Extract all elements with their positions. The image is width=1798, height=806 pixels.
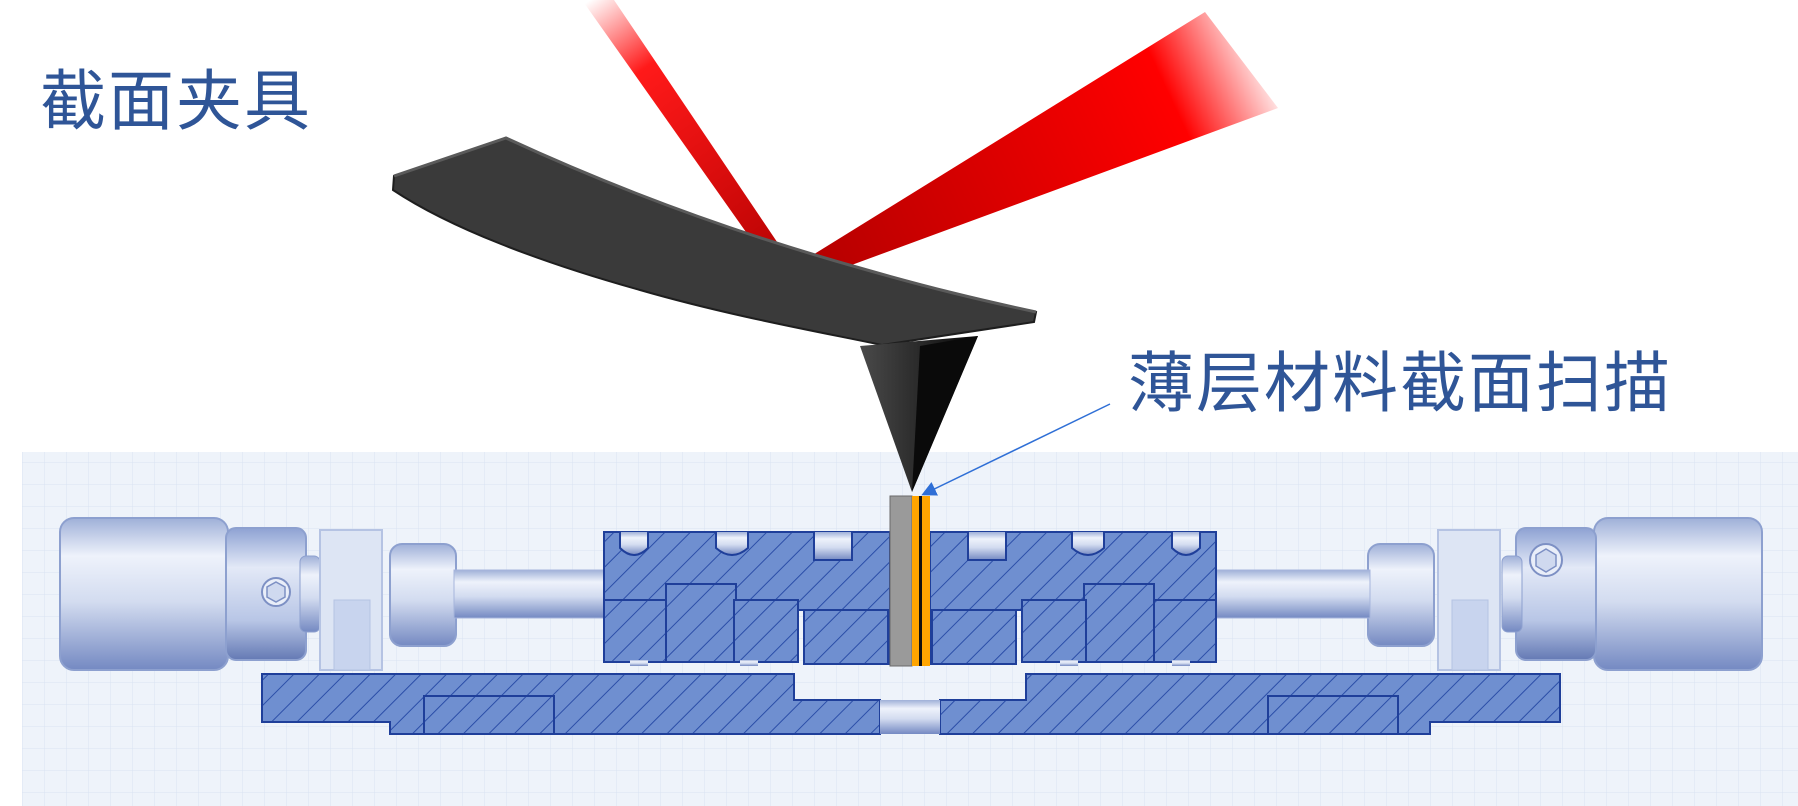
knob-right-ring: [1501, 555, 1523, 633]
cantilever-top-edge: [393, 136, 1037, 314]
hex-screw-icon: [261, 577, 291, 607]
scan-callout-label: 薄层材料截面扫描: [1128, 345, 1672, 422]
hex-screw-icon: [1529, 543, 1563, 577]
clamp-block-left-inner: [333, 599, 371, 671]
base-slot-left: [423, 695, 555, 735]
shaft-right: [1213, 569, 1371, 619]
shaft-right-nut: [1367, 543, 1435, 647]
thin-film-sample: [889, 495, 930, 667]
clamp-jaw-left: [603, 531, 891, 666]
callout-leader-line: [921, 403, 1111, 496]
knob-right: [1593, 517, 1763, 671]
fixture-base-plate-right: [939, 673, 1561, 735]
knob-left-ring: [299, 555, 321, 633]
knob-left: [59, 517, 229, 671]
clamp-block-right-inner: [1451, 599, 1489, 671]
laser-reflected-beam: [782, 12, 1278, 284]
clamp-jaw-right: [929, 531, 1217, 666]
base-slot-right: [1267, 695, 1399, 735]
laser-incident-beam: [582, 0, 800, 283]
shaft-left-nut: [389, 543, 457, 647]
fixture-title: 截面夹具: [40, 63, 312, 140]
shaft-left: [453, 569, 607, 619]
probe-tip-shade: [912, 336, 978, 492]
base-center-gap: [880, 700, 940, 734]
